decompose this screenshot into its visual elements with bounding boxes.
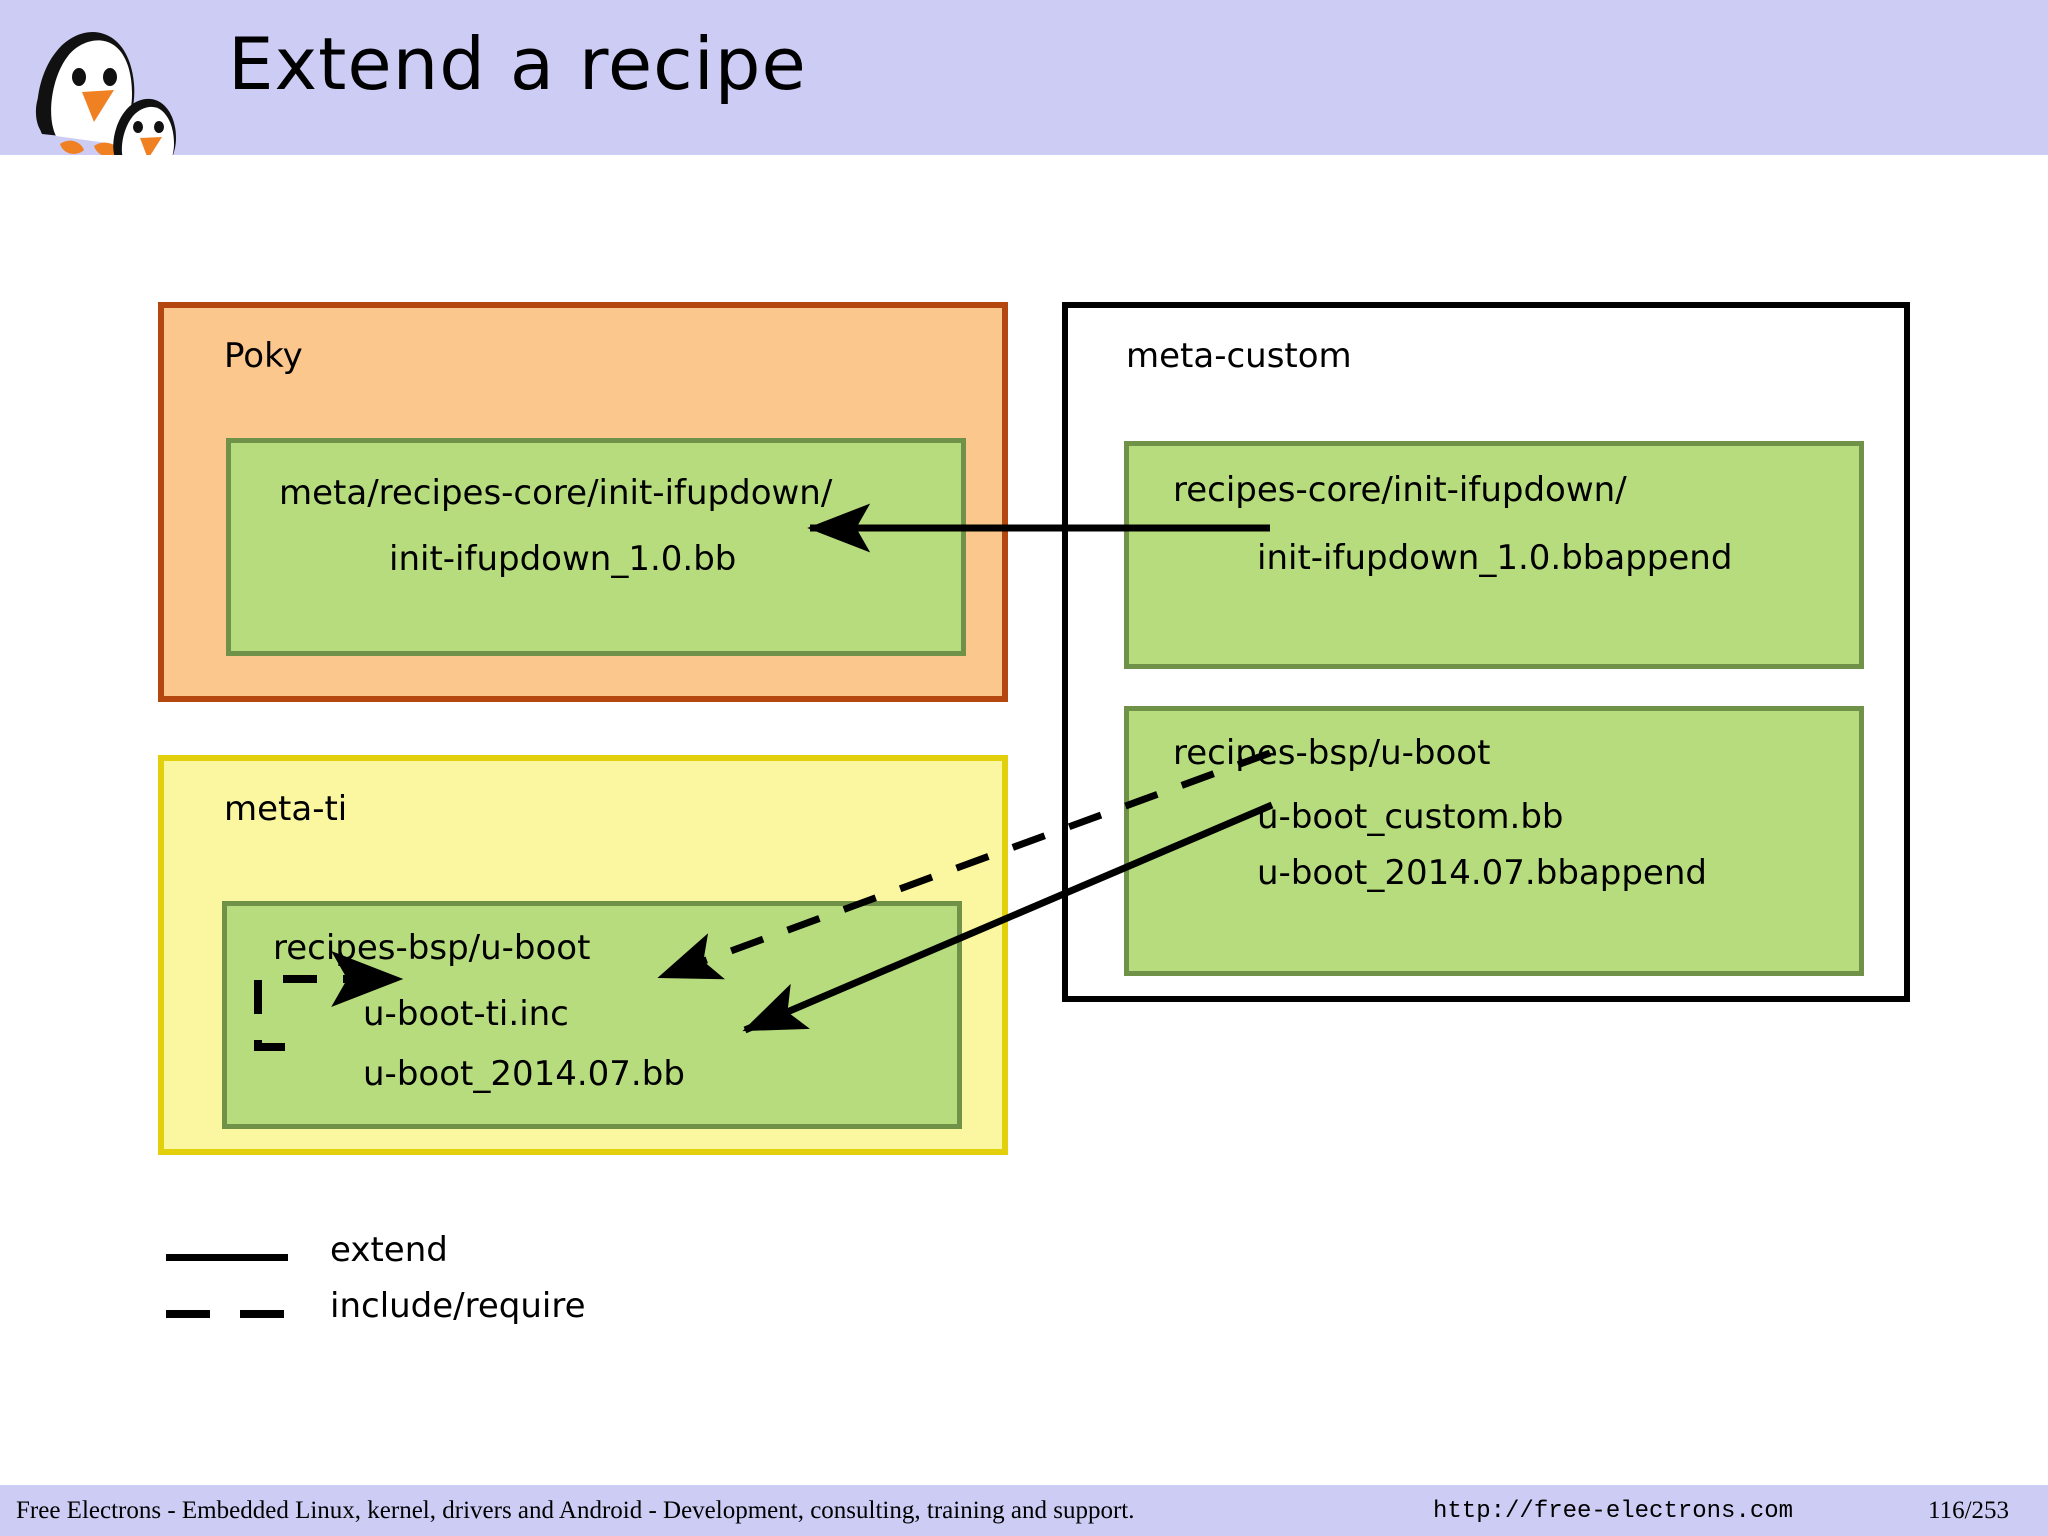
layer-box-poky: Poky meta/recipes-core/init-ifupdown/ in… [158,302,1008,702]
legend-item-extend: extend [160,1230,800,1286]
legend-dashed-line-icon [166,1310,210,1318]
recipe-file-init-ifupdown-bbappend: init-ifupdown_1.0.bbappend [1257,538,1733,578]
recipe-path-line: meta/recipes-core/init-ifupdown/ [279,473,833,513]
recipe-file-u-boot-custom-bb: u-boot_custom.bb [1257,797,1564,837]
slide-footer: Free Electrons - Embedded Linux, kernel,… [0,1485,2048,1536]
slide-header: Extend a recipe [0,0,2048,174]
recipe-box-meta-ti-uboot: recipes-bsp/u-boot u-boot-ti.inc u-boot_… [222,901,962,1129]
penguin-logo-icon [22,14,197,174]
layer-box-meta-ti: meta-ti recipes-bsp/u-boot u-boot-ti.inc… [158,755,1008,1155]
recipe-file-u-boot-2014-07-bbappend: u-boot_2014.07.bbappend [1257,853,1707,893]
legend-solid-line-icon [166,1254,288,1261]
recipe-box-poky-init-ifupdown: meta/recipes-core/init-ifupdown/ init-if… [226,438,966,656]
footer-credit: Free Electrons - Embedded Linux, kernel,… [16,1497,1135,1524]
layer-label-meta-ti: meta-ti [224,789,348,829]
legend-dashed-line-icon-2 [240,1310,284,1318]
recipe-file-u-boot-2014-07-bb: u-boot_2014.07.bb [363,1054,685,1094]
diagram-canvas: Poky meta/recipes-core/init-ifupdown/ in… [0,155,2048,1485]
footer-page-number: 116/253 [1928,1497,2010,1524]
recipe-path-line: recipes-core/init-ifupdown/ [1173,470,1627,510]
recipe-box-mc-uboot: recipes-bsp/u-boot u-boot_custom.bb u-bo… [1124,706,1864,976]
recipe-box-mc-init-ifupdown: recipes-core/init-ifupdown/ init-ifupdow… [1124,441,1864,669]
recipe-file-u-boot-ti-inc: u-boot-ti.inc [363,994,569,1034]
layer-box-meta-custom: meta-custom recipes-core/init-ifupdown/ … [1062,302,1910,1002]
legend-label-include-require: include/require [330,1286,586,1326]
layer-label-poky: Poky [224,336,303,376]
recipe-file-init-ifupdown-bb: init-ifupdown_1.0.bb [389,539,737,579]
legend: extend include/require [160,1230,860,1370]
legend-item-include-require: include/require [166,1286,806,1342]
recipe-path-line: recipes-bsp/u-boot [1173,733,1491,773]
layer-label-meta-custom: meta-custom [1126,336,1352,376]
recipe-path-line: recipes-bsp/u-boot [273,928,591,968]
legend-label-extend: extend [330,1230,448,1270]
page-title: Extend a recipe [228,22,807,106]
footer-url[interactable]: http://free-electrons.com [1433,1498,1794,1525]
